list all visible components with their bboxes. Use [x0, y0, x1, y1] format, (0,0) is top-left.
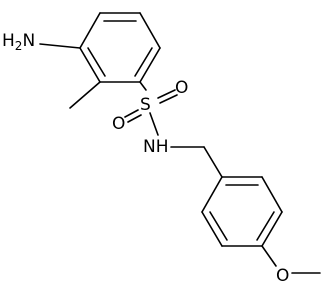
nh-label: NH [143, 137, 169, 157]
amine-n-text: N [22, 31, 35, 51]
bond-methyl [69, 81, 101, 109]
bond-ring2-f [201, 176, 223, 213]
bond-ring1-c [139, 47, 161, 83]
bond-so-bottom-1 [124, 109, 139, 118]
amine-label: H2N [2, 31, 35, 53]
oxygen-top-label: O [175, 78, 188, 98]
bond-carbon-sulfur [139, 81, 147, 91]
bond-ring1-b [139, 12, 161, 49]
bond-so-top-2 [159, 94, 178, 104]
sulfur-label: S [140, 95, 151, 115]
methoxy-oxygen-label: O [276, 266, 289, 286]
bond-ring2-b [261, 176, 283, 213]
bond-ring2-double-2 [256, 211, 275, 241]
bond-so-top-1 [157, 89, 176, 99]
bond-amine [39, 43, 81, 49]
amine-subscript: 2 [15, 39, 23, 53]
amine-h-text: H [2, 31, 15, 51]
benzene-ring-top [79, 12, 161, 83]
bond-ring1-e [79, 47, 101, 83]
oxygen-bottom-label: O [112, 114, 125, 134]
bond-sulfur-nitrogen [149, 112, 159, 136]
bond-ring2-c [261, 211, 283, 247]
bond-ring1-double-2 [134, 47, 153, 77]
bond-so-bottom-2 [127, 114, 142, 123]
bond-ring2-e [201, 211, 223, 247]
bond-ring-oxygen [261, 245, 277, 267]
benzene-ring-bottom [201, 176, 283, 247]
bond-ring1-double-3 [87, 47, 106, 77]
bond-ch2-ring [203, 146, 223, 178]
bond-ring1-f [79, 12, 101, 49]
bond-ring2-double-3 [209, 211, 228, 241]
